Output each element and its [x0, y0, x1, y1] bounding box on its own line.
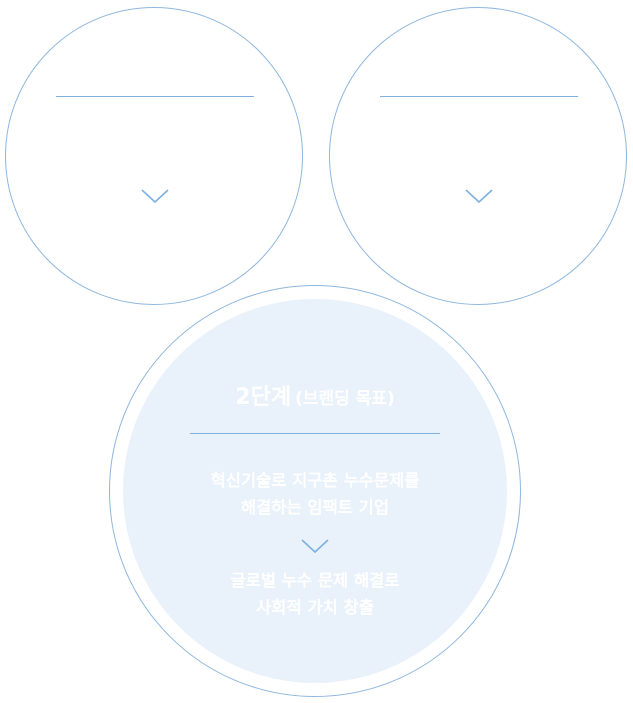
stage-2-title-main: 2단계 [235, 385, 292, 410]
stage-2-vision-line-2: 해결하는 임팩트 기업 [240, 498, 390, 517]
stage-2-circle: 2단계(브랜딩 목표) 혁신기술로 지구촌 누수문제를 해결하는 임팩트 기업 … [109, 285, 521, 697]
stage-2-goal-line-1: 글로벌 누수 문제 해결로 [230, 571, 400, 590]
stage-2-title-sub: (브랜딩 목표) [295, 389, 395, 409]
stage-2-vision-line-1: 혁신기술로 지구촌 누수문제를 [210, 471, 420, 490]
stage-2-vision: 혁신기술로 지구촌 누수문제를 해결하는 임팩트 기업 [123, 467, 507, 521]
stage-2-divider [190, 433, 440, 434]
chevron-down-icon [465, 189, 493, 204]
chevron-down-icon [301, 539, 329, 554]
stage-3-divider [380, 96, 578, 97]
stage-2-title: 2단계(브랜딩 목표) [123, 379, 507, 411]
stage-1-circle [5, 7, 303, 305]
stage-1-divider [56, 96, 254, 97]
stage-2-goal: 글로벌 누수 문제 해결로 사회적 가치 창출 [123, 567, 507, 621]
stage-2-circle-fill: 2단계(브랜딩 목표) 혁신기술로 지구촌 누수문제를 해결하는 임팩트 기업 … [123, 299, 507, 683]
stage-3-circle [329, 7, 627, 305]
stage-2-goal-line-2: 사회적 가치 창출 [256, 598, 374, 617]
chevron-down-icon [141, 189, 169, 204]
